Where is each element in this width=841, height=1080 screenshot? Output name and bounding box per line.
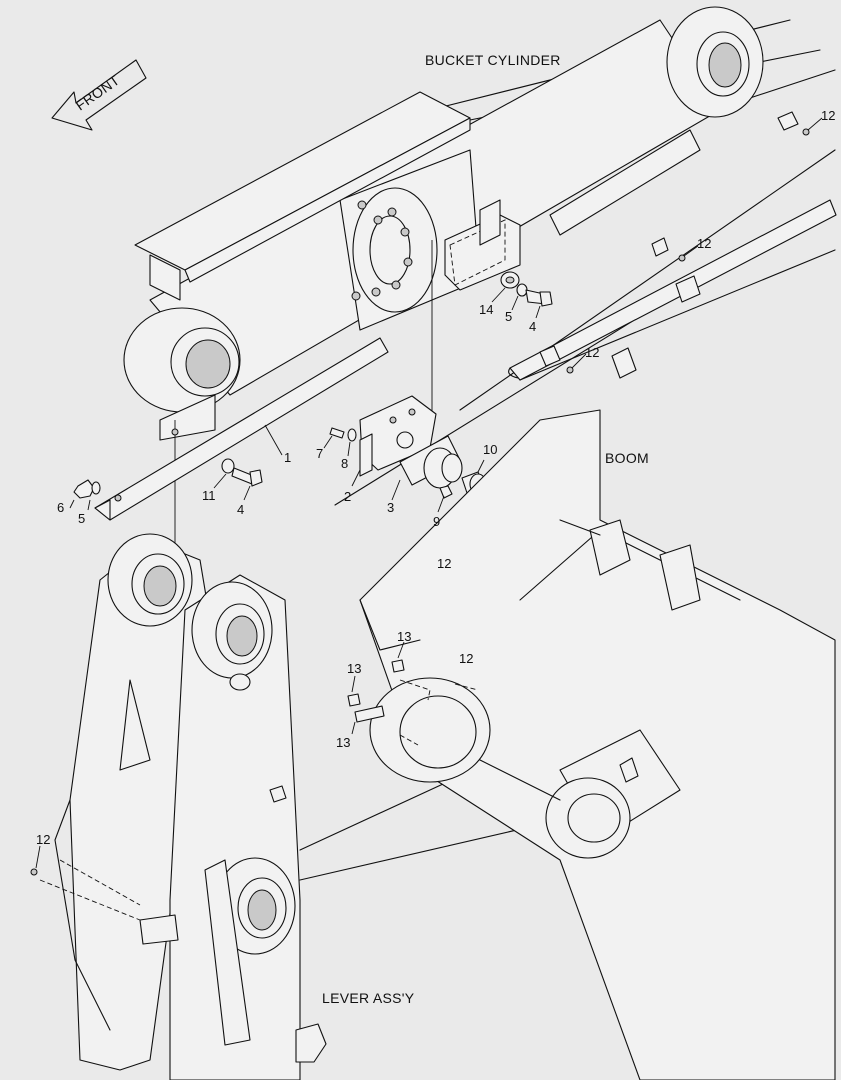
- part-2-bracket: [351, 395, 437, 487]
- callout-6: 6: [57, 500, 64, 515]
- callout-8: 8: [341, 456, 348, 471]
- callout-7: 7: [316, 446, 323, 461]
- front-label: FRONT: [73, 72, 123, 114]
- fasteners-7-8: [323, 427, 357, 457]
- boom-strip-plate: [508, 199, 837, 381]
- lever-assembly: [39, 533, 327, 1080]
- callout-9: 9: [433, 514, 440, 529]
- callout-12-top-right: 12: [821, 108, 835, 123]
- boom-label: BOOM: [605, 450, 649, 466]
- front-direction-arrow: FRONT: [51, 59, 147, 131]
- callout-11: 11: [202, 488, 216, 503]
- callout-12-sensor: 12: [437, 556, 451, 571]
- callout-2: 2: [344, 489, 351, 504]
- callout-12-pin: 12: [459, 651, 473, 666]
- part-1-strip: [94, 337, 389, 521]
- lever-assy-label: LEVER ASS'Y: [322, 990, 415, 1006]
- callout-5-right: 5: [505, 309, 512, 324]
- part-13-bolts: [347, 641, 405, 735]
- callout-10: 10: [483, 442, 497, 457]
- bucket-cylinder: [123, 6, 764, 441]
- callout-4-right: 4: [529, 319, 536, 334]
- callout-4-left: 4: [237, 502, 244, 517]
- callout-3: 3: [387, 500, 394, 515]
- callout-12-boom-upper: 12: [697, 236, 711, 251]
- callout-13-middle: 13: [347, 661, 361, 676]
- callout-13-lower: 13: [336, 735, 350, 750]
- callout-14: 14: [479, 302, 493, 317]
- fasteners-left: [69, 458, 263, 511]
- callout-12-boom-lower: 12: [585, 345, 599, 360]
- boom-structure: [359, 409, 836, 1080]
- bucket-cylinder-label: BUCKET CYLINDER: [425, 52, 561, 68]
- callout-1: 1: [284, 450, 291, 465]
- part-3-sensor: [391, 435, 463, 513]
- fasteners-right: [491, 271, 553, 319]
- callout-12-lever: 12: [36, 832, 50, 847]
- callout-13-upper: 13: [397, 629, 411, 644]
- callout-5-left: 5: [78, 511, 85, 526]
